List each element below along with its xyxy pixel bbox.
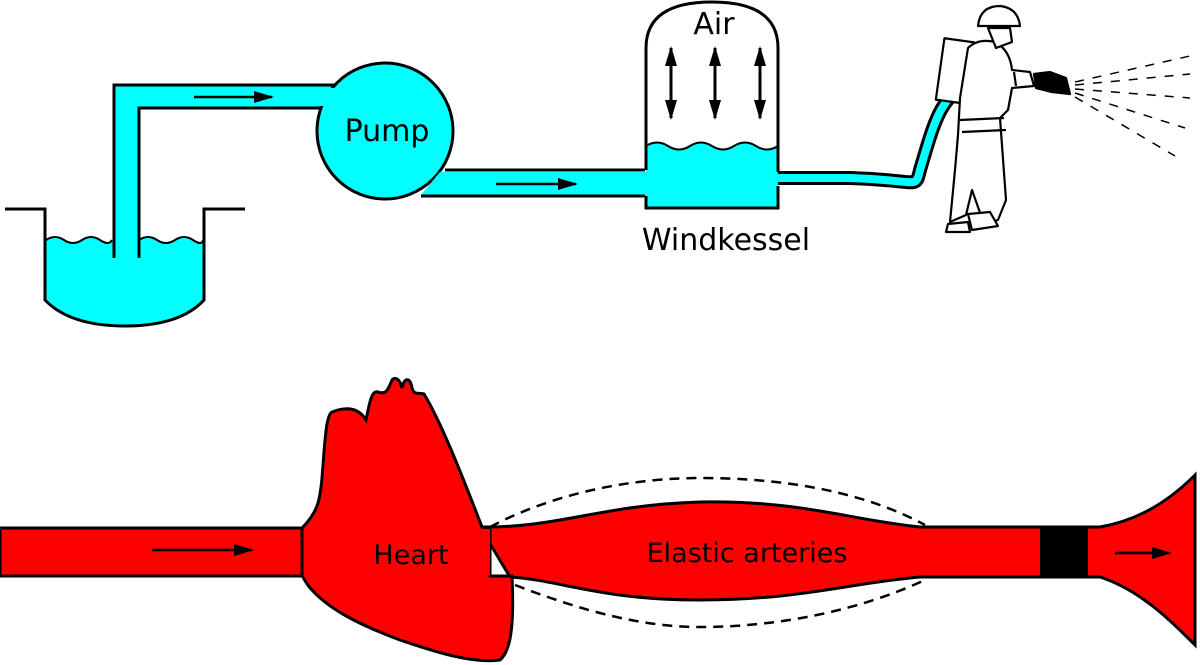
arteries-label: Elastic arteries: [647, 538, 848, 569]
windkessel-label: Windkessel: [642, 223, 810, 258]
reservoir-rim: [5, 207, 245, 238]
firefighter-icon: [934, 4, 1072, 234]
water-system: Pump Air Windkessel: [5, 0, 1191, 328]
water-spray: [1074, 55, 1191, 157]
intake-pipe: [114, 84, 345, 258]
air-label: Air: [693, 7, 735, 42]
reservoir-outline: [43, 238, 206, 328]
pump-label: Pump: [345, 114, 430, 149]
peripheral-resistance: [1040, 527, 1088, 577]
heart: [300, 376, 515, 663]
artery-expansion-upper: [489, 476, 926, 529]
venous-inflow: [0, 528, 310, 576]
windkessel-water: [646, 142, 778, 208]
elastic-artery: [477, 471, 1197, 649]
pump: [315, 61, 455, 201]
water-surface: [45, 236, 204, 244]
heart-label: Heart: [373, 540, 448, 571]
artery-expansion-lower: [514, 578, 926, 629]
circulatory-system: Heart Elastic arteries: [0, 376, 1197, 663]
reservoir-water: [46, 237, 203, 326]
